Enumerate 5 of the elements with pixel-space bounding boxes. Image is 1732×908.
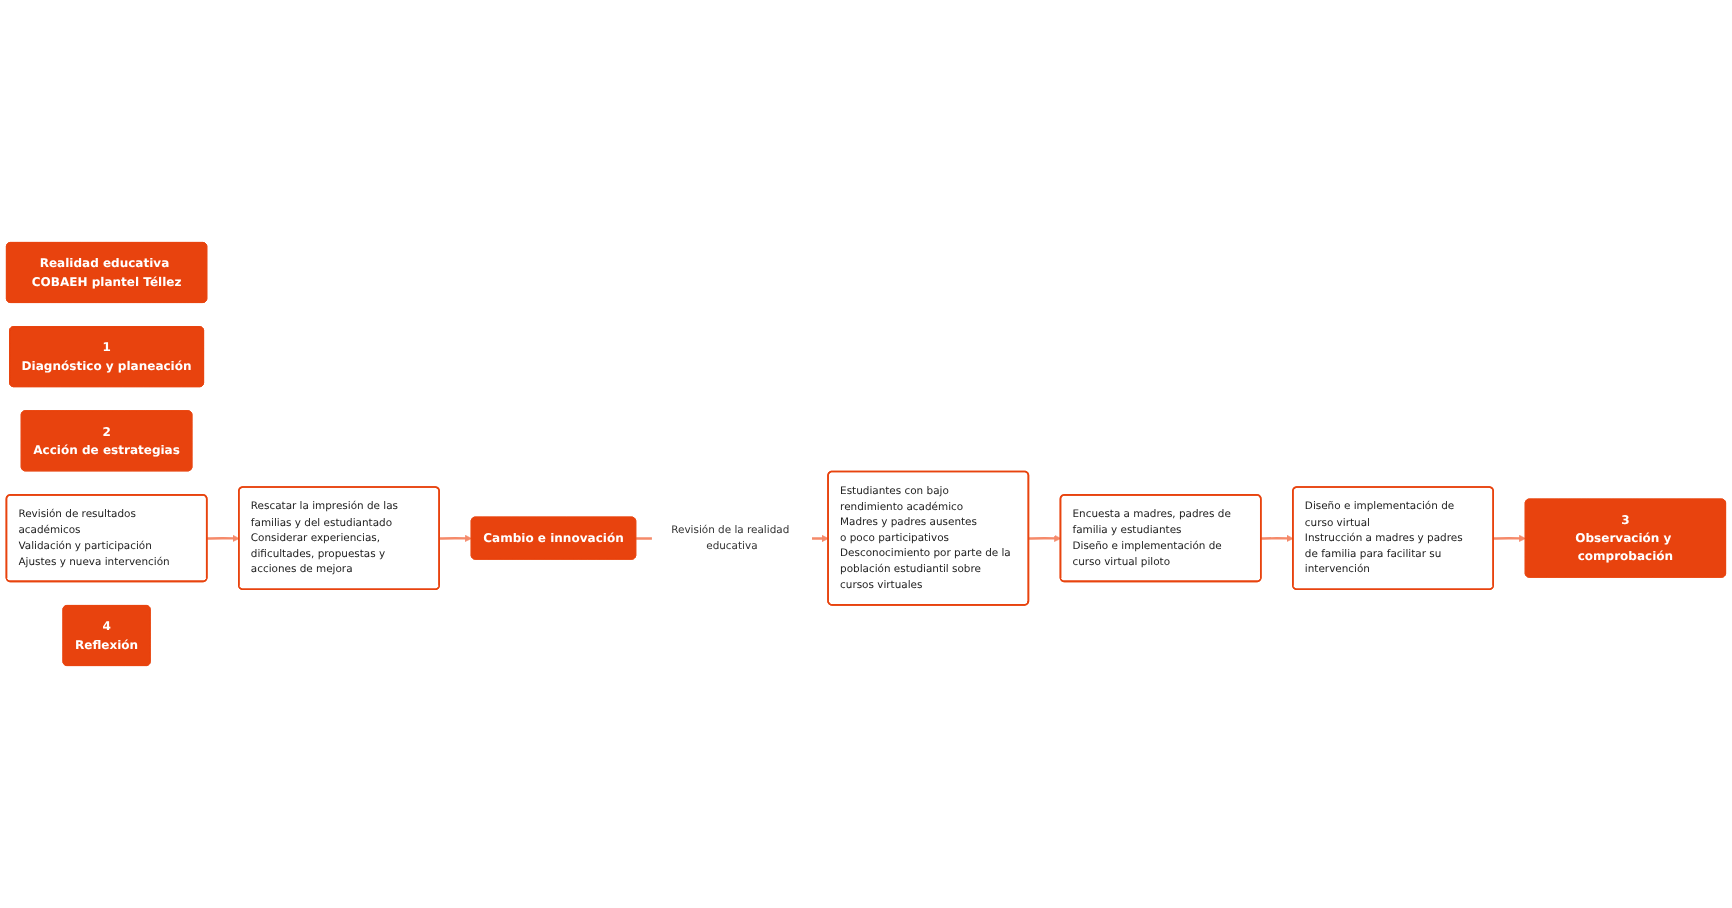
arrow [1261, 534, 1294, 542]
arrow [207, 534, 240, 542]
arrow [1493, 534, 1526, 542]
arrow [439, 534, 472, 542]
arrow [1028, 534, 1062, 542]
